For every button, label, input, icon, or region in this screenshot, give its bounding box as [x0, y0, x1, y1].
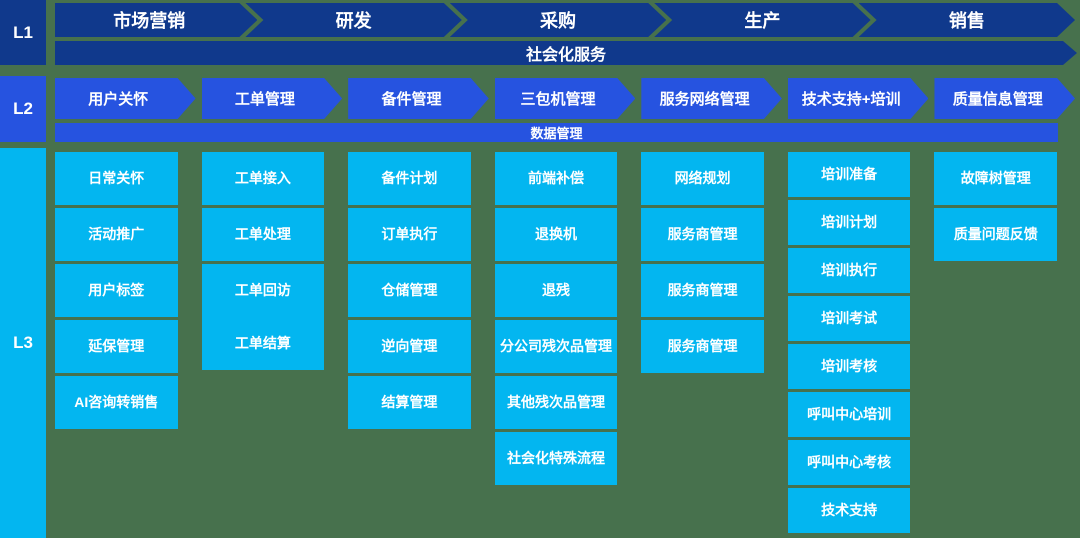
level-label-l2: L2 — [0, 76, 46, 142]
l3-box: 退换机 — [494, 208, 618, 261]
l2-chevron-3: 备件管理 — [348, 78, 489, 119]
l3-box: 其他残次品管理 — [494, 376, 618, 429]
l3-column-2: 工单接入工单处理工单回访工单结算 — [201, 152, 343, 370]
l3-box: 活动推广 — [55, 208, 178, 261]
l3-box: 备件计划 — [348, 152, 471, 205]
l3-box: 仓储管理 — [348, 264, 471, 317]
l3-box: 培训准备 — [787, 152, 911, 197]
l3-box: AI咨询转销售 — [55, 376, 178, 429]
l3-box: 故障树管理 — [934, 152, 1057, 205]
l3-box: 逆向管理 — [348, 320, 471, 373]
l3-box: 呼叫中心考核 — [787, 440, 911, 485]
l3-box: 延保管理 — [55, 320, 178, 373]
l3-box: 质量问题反馈 — [934, 208, 1057, 261]
level-label-l3: L3 — [0, 148, 46, 538]
l3-box: 呼叫中心培训 — [787, 392, 911, 437]
l3-box: 培训考试 — [787, 296, 911, 341]
l2-chevron-2: 工单管理 — [202, 78, 343, 119]
l2-chevron-5: 服务网络管理 — [641, 78, 782, 119]
l3-box: 培训计划 — [787, 200, 911, 245]
l3-box: 订单执行 — [348, 208, 471, 261]
l3-box: 工单接入 — [201, 152, 325, 205]
l3-box: 培训考核 — [787, 344, 911, 389]
l3-box: 工单处理 — [201, 208, 325, 261]
l2-chevron-row: 用户关怀工单管理备件管理三包机管理服务网络管理技术支持+培训质量信息管理 — [55, 78, 1075, 119]
l1-chevron-2: 研发 — [245, 3, 461, 37]
l3-box: 服务商管理 — [641, 264, 764, 317]
l3-box: 退残 — [494, 264, 618, 317]
l2-chevron-4: 三包机管理 — [495, 78, 636, 119]
l3-box: 社会化特殊流程 — [494, 432, 618, 485]
l1-chevron-1: 市场营销 — [55, 3, 257, 37]
l2-chevron-1: 用户关怀 — [55, 78, 196, 119]
l3-box: 工单结算 — [201, 317, 325, 370]
l3-box: 服务商管理 — [641, 208, 764, 261]
l2-chevron-6: 技术支持+培训 — [788, 78, 929, 119]
l1-chevron-4: 生产 — [654, 3, 870, 37]
l3-box: 用户标签 — [55, 264, 178, 317]
l1-chevron-3: 采购 — [450, 3, 666, 37]
level-label-l1: L1 — [0, 0, 46, 65]
l3-column-7: 故障树管理质量问题反馈 — [934, 152, 1075, 261]
l2-chevron-7: 质量信息管理 — [934, 78, 1075, 119]
l3-box: 服务商管理 — [641, 320, 764, 373]
l3-column-6: 培训准备培训计划培训执行培训考试培训考核呼叫中心培训呼叫中心考核技术支持 — [787, 152, 929, 533]
l3-column-4: 前端补偿退换机退残分公司残次品管理其他残次品管理社会化特殊流程 — [494, 152, 636, 485]
data-management-bar: 数据管理 — [55, 123, 1058, 142]
l3-box: 前端补偿 — [494, 152, 618, 205]
l1-chevron-5: 销售 — [859, 3, 1075, 37]
l3-box: 结算管理 — [348, 376, 471, 429]
l3-column-5: 网络规划服务商管理服务商管理服务商管理 — [641, 152, 782, 373]
l3-box: 技术支持 — [787, 488, 911, 533]
l3-box: 日常关怀 — [55, 152, 178, 205]
l3-column-3: 备件计划订单执行仓储管理逆向管理结算管理 — [348, 152, 489, 429]
l3-box: 培训执行 — [787, 248, 911, 293]
l3-box: 工单回访 — [201, 264, 325, 317]
socialized-service-bar: 社会化服务 — [55, 41, 1077, 65]
l3-box: 网络规划 — [641, 152, 764, 205]
l1-chevron-row: 市场营销研发采购生产销售 — [55, 3, 1075, 37]
l3-box: 分公司残次品管理 — [494, 320, 618, 373]
